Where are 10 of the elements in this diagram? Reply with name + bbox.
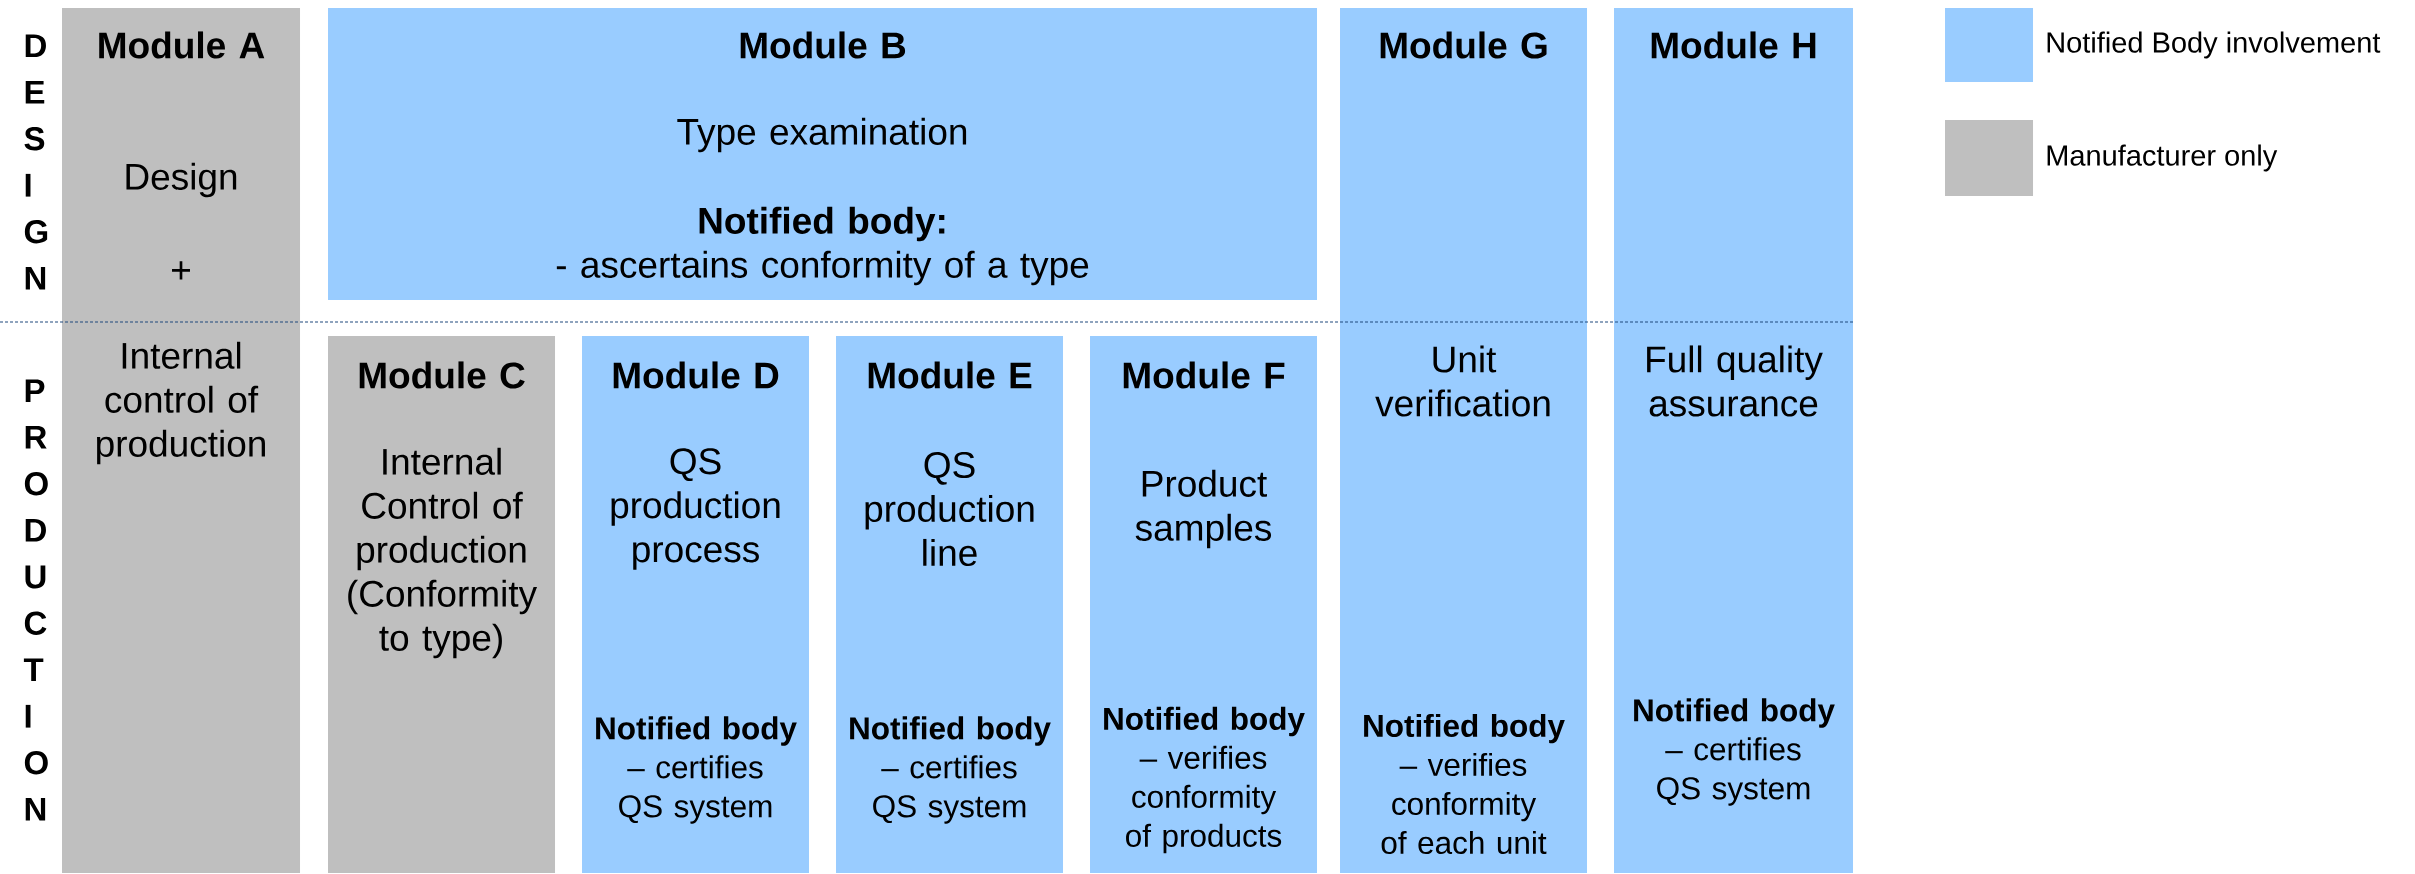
module-box: Module B Type examination Notified body: - ascertains conformity of a type <box>328 8 1317 300</box>
module-box: Module A Design + Internal control of production <box>62 8 300 873</box>
module-box: Module G Unit verification Notified body – verifies conformity of each unit <box>1340 8 1587 873</box>
module-box: Module F Product samples Notified body – verifies conformity of products <box>1090 336 1317 873</box>
module-box: Module H Full quality assurance Notified body – certifies QS system <box>1614 8 1853 873</box>
module-box: Module E QS production line Notified body – certifies QS system <box>836 336 1063 873</box>
legend-label: Notified Body involvement <box>2047 31 2381 59</box>
legend-label: Manufacturer only <box>2047 144 2278 172</box>
module-box: Module D QS production process Notified body – certifies QS system <box>582 336 809 873</box>
module-box: Module C Internal Control of production (Conformity to type) <box>328 336 555 873</box>
